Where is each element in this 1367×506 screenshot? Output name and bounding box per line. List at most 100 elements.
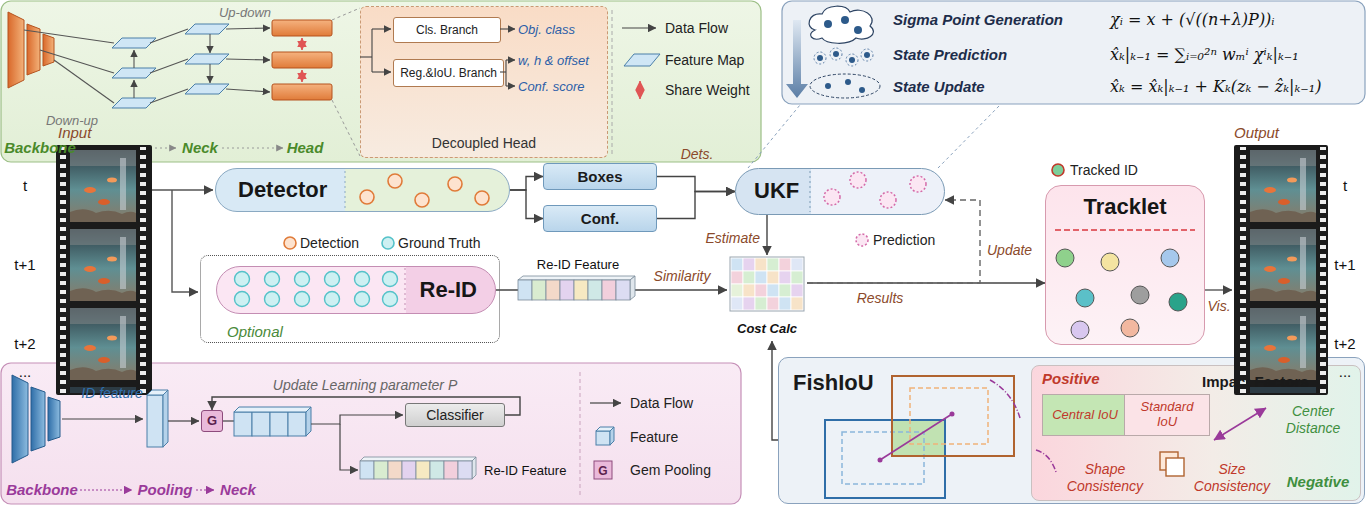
cost-matrix [755, 297, 767, 310]
pipeline-arrows [222, 147, 283, 148]
reid-feature-vector [518, 280, 532, 300]
edge-label: Dets. [681, 146, 714, 162]
node-text: Decoupled Head [432, 135, 536, 152]
output-film-strip [1250, 387, 1316, 393]
reid-circles [383, 292, 398, 307]
label-wrap: Sigma Point Generation [893, 11, 1063, 29]
input-film-strip [140, 147, 146, 393]
reid-backbone-illustration [360, 457, 476, 479]
cost-matrix [755, 258, 767, 271]
label-text: Sigma Point Generation [893, 11, 1063, 28]
label-wrap: t+2 [14, 335, 35, 353]
label-wrap: State Update [893, 78, 985, 96]
label-wrap: Up-down [219, 3, 271, 21]
detector-circles [360, 190, 374, 204]
impact-factor-icons [1036, 450, 1056, 472]
reid-backbone-illustration [48, 397, 60, 441]
fishiou-illustration [990, 380, 1020, 418]
reid-backbone-illustration [340, 424, 358, 470]
neck-wires [209, 34, 210, 53]
label-wrap: t+1 [1334, 256, 1355, 274]
label-wrap: Input [58, 124, 91, 142]
reid-feature-vector [574, 280, 588, 300]
neck-feature-maps [112, 68, 156, 78]
label-text: State Prediction [893, 46, 1007, 63]
edge-label-wrap: Dets. [681, 145, 714, 163]
ukf-illustration [748, 6, 1000, 168]
label-text: Negative [1287, 473, 1350, 490]
label-text: t+1 [1334, 256, 1355, 273]
label-wrap: Conf. score [518, 77, 584, 95]
input-film-strip [70, 229, 136, 301]
reid-backbone-illustration [388, 461, 402, 479]
label-wrap: Vis. [1207, 297, 1230, 315]
legend-entry: Detection [300, 234, 359, 252]
connector [657, 177, 735, 192]
cost-matrix [767, 258, 779, 271]
head-blocks [272, 8, 360, 156]
decoupled-head-wires [371, 29, 372, 72]
output-box: Boxes [543, 163, 657, 190]
output-film-strip [1205, 289, 1232, 290]
label-text: t+2 [1334, 335, 1355, 352]
neck-wires [24, 30, 114, 43]
head-blocks [272, 84, 332, 100]
legend-entry: Prediction [873, 231, 935, 249]
reid-backbone-illustration [80, 489, 132, 490]
label-wrap: ... [19, 363, 32, 381]
cost-matrix [767, 271, 779, 284]
label-text: x̂ₖ = x̂ₖ|ₖ₋₁ + Kₖ(zₖ − ẑₖ|ₖ₋₁) [1110, 77, 1321, 96]
node-text: Boxes [577, 168, 622, 186]
ukf-illustration [849, 57, 855, 63]
ukf-illustration [854, 26, 862, 34]
label-text: ... [1339, 363, 1352, 380]
reid-backbone-illustration [288, 412, 306, 436]
label-text: Shape Consistency [1061, 461, 1149, 495]
cost-matrix [755, 271, 767, 284]
reid-backbone-illustration [374, 461, 388, 479]
connector [766, 215, 767, 255]
label-wrap: Head [287, 139, 324, 157]
reid-backbone-illustration [360, 461, 374, 479]
backbone-illustration [43, 34, 54, 66]
factor-cell: Central IoU [1042, 394, 1128, 436]
reid-circles [325, 272, 340, 287]
reid-feature-vector [588, 280, 602, 300]
ukf-predictions [824, 189, 840, 205]
connector [510, 177, 543, 191]
reid-backbone-illustration [430, 461, 444, 479]
input-film-strip [56, 145, 213, 395]
label-wrap: Negative [1287, 473, 1350, 491]
detector-circles [345, 171, 346, 209]
node-text: Central IoU [1052, 408, 1118, 423]
label-wrap: Size Consistency [1191, 461, 1273, 495]
label-wrap: G [598, 461, 607, 479]
cost-matrix [743, 271, 755, 284]
reid-backbone-illustration [234, 407, 311, 412]
node-text: Re-ID [420, 277, 477, 303]
legend-entry: Tracked ID [1070, 161, 1138, 179]
label-wrap: Center Distance [1277, 403, 1349, 437]
label-text: ID feature [81, 385, 142, 401]
decoupled-head-wires [505, 60, 506, 86]
detector-legend-samples [612, 10, 613, 155]
ukf-illustration [825, 79, 865, 93]
reid-circles [405, 268, 406, 310]
tracklet-ids [1101, 253, 1119, 271]
reid-feature-vector [518, 276, 635, 280]
reid-circles [325, 292, 340, 307]
tracklet-ids [1052, 164, 1195, 339]
ukf-illustration [817, 51, 870, 63]
reid-feature-vector [546, 280, 560, 300]
node-text: Optional [227, 323, 283, 341]
cost-matrix [791, 284, 803, 297]
reid-feature-vector [616, 280, 630, 300]
ukf-illustration [861, 49, 873, 61]
cost-matrix [743, 258, 755, 271]
decoupled-head-wires [360, 56, 372, 57]
label-wrap: x̂ₖ = x̂ₖ|ₖ₋₁ + Kₖ(zₖ − ẑₖ|ₖ₋₁) [1110, 77, 1321, 96]
reid-backbone-illustration [62, 418, 143, 419]
edge-label-wrap: Results [857, 289, 904, 307]
backbone-illustration [8, 12, 54, 88]
